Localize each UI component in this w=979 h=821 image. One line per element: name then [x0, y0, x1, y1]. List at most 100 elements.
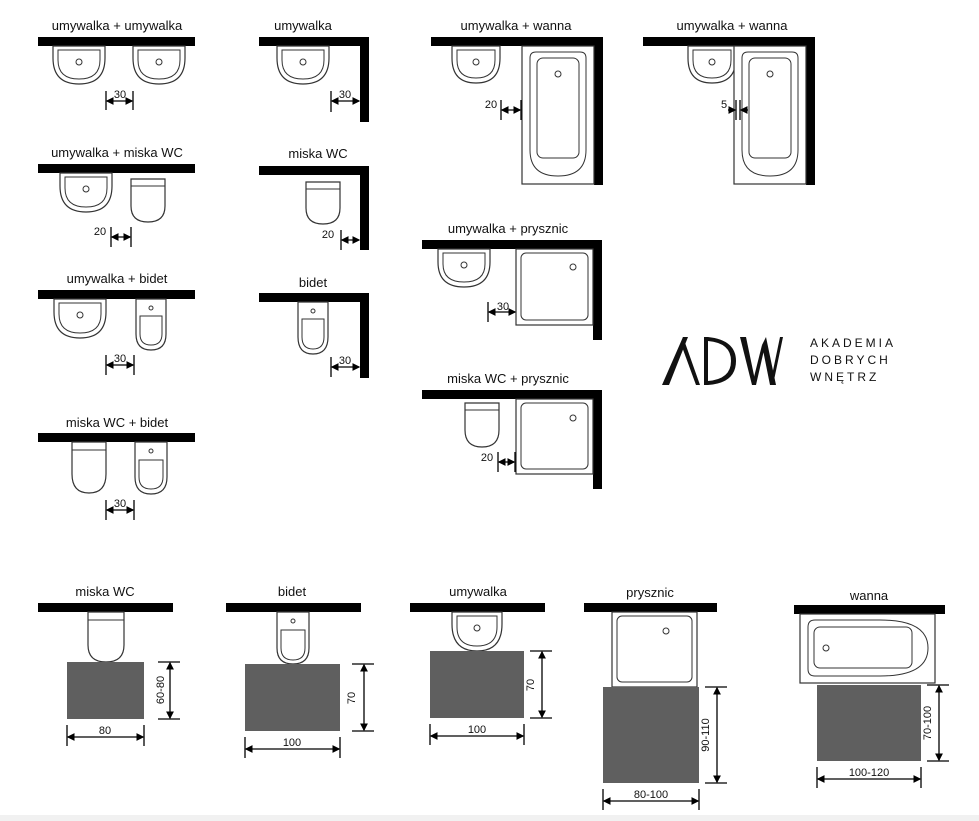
washbasin [276, 45, 330, 85]
gap-label: 20 [94, 226, 106, 238]
washbasin-left [52, 45, 106, 85]
width-label: 80-100 [634, 789, 668, 801]
gap-label: 20 [481, 452, 493, 464]
panel-title: wanna [849, 588, 889, 603]
shower-tray [515, 398, 594, 475]
gap-label: 30 [114, 498, 126, 510]
panel-umywalka-wanna-20: umywalka + wanna 20 [431, 18, 603, 185]
shower-tray [611, 611, 698, 688]
washbasin-right [132, 45, 186, 85]
bidet-fixture [297, 301, 329, 355]
washbasin [451, 611, 503, 652]
shower-tray [515, 248, 594, 326]
depth-label: 60-80 [155, 676, 167, 704]
panel-title: miska WC [75, 584, 134, 599]
brand-logo: AKADEMIA DOBRYCH WNĘTRZ [662, 336, 896, 385]
wall [226, 603, 361, 612]
gap-label: 30 [339, 89, 351, 101]
gap-label: 30 [339, 355, 351, 367]
panel-title: prysznic [626, 585, 674, 600]
panel-umywalka-miska: umywalka + miska WC 20 [38, 145, 195, 247]
toilet-bowl [464, 402, 500, 448]
wall [794, 605, 945, 614]
depth-label: 70 [346, 692, 358, 704]
panel-title: umywalka + wanna [461, 18, 573, 33]
depth-label: 90-110 [700, 718, 712, 751]
wall [410, 603, 545, 612]
toilet-bowl [71, 441, 107, 494]
wall [584, 603, 717, 612]
clearance-zone [430, 651, 524, 718]
toilet-bowl [305, 181, 341, 225]
bidet-fixture [135, 298, 167, 351]
logo-line-3: WNĘTRZ [810, 370, 879, 384]
gap-label: 30 [114, 89, 126, 101]
panel-miska-prysznic: miska WC + prysznic 20 [422, 371, 602, 489]
gap-label: 30 [114, 353, 126, 365]
side-wall [593, 390, 602, 489]
panel-title: umywalka + miska WC [51, 145, 183, 160]
depth-label: 70-100 [922, 706, 934, 740]
panel-title: miska WC + prysznic [447, 371, 569, 386]
washbasin [437, 248, 491, 288]
clearance-zone [603, 687, 699, 783]
panel-title: miska WC + bidet [66, 415, 169, 430]
wall [422, 240, 602, 249]
wall [431, 37, 603, 46]
logo-mark [662, 337, 783, 385]
bottom-panel-umywalka: umywalka 100 70 [410, 584, 552, 745]
wall [643, 37, 815, 46]
side-wall [806, 37, 815, 185]
clearance-zone [245, 664, 340, 731]
panel-umywalka-wanna-5: umywalka + wanna 5 [643, 18, 815, 185]
panel-title: umywalka [274, 18, 333, 33]
washbasin [687, 45, 737, 84]
bottom-panel-miska: miska WC 80 60-80 [38, 584, 180, 746]
wall [38, 164, 195, 173]
logo-line-2: DOBRYCH [810, 353, 891, 367]
toilet-bowl [130, 178, 166, 223]
panel-title: umywalka + prysznic [448, 221, 569, 236]
wall [38, 290, 195, 299]
washbasin [53, 298, 107, 339]
wall [38, 37, 195, 46]
bathtub [733, 45, 807, 185]
bidet-fixture [134, 441, 168, 495]
panel-miska-bidet: miska WC + bidet 30 [38, 415, 195, 520]
panel-title: umywalka + umywalka [52, 18, 183, 33]
panel-umywalka-prysznic: umywalka + prysznic 30 [422, 221, 602, 340]
gap-label: 30 [497, 301, 509, 313]
bottom-panel-prysznic: prysznic 80-100 90-110 [584, 585, 727, 810]
bottom-panel-wanna: wanna 100-120 70-100 [794, 588, 949, 788]
toilet-bowl [87, 611, 125, 663]
width-label: 100 [283, 737, 301, 749]
width-label: 100 [468, 724, 486, 736]
wall [259, 37, 369, 46]
bidet-fixture [276, 611, 310, 665]
wall [38, 603, 173, 612]
washbasin [59, 172, 113, 213]
gap-label: 5 [721, 99, 727, 111]
panel-bidet: bidet 30 [259, 275, 369, 378]
panel-miska: miska WC 20 [259, 146, 369, 250]
panel-title: miska WC [288, 146, 347, 161]
panel-umywalka-umywalka: umywalka + umywalka 30 [38, 18, 195, 110]
wall [38, 433, 195, 442]
bottom-panel-bidet: bidet 100 70 [226, 584, 374, 758]
wall [422, 390, 602, 399]
wall [259, 166, 369, 175]
gap-label: 20 [485, 99, 497, 111]
side-wall [594, 37, 603, 185]
clearance-zone [817, 685, 921, 761]
clearance-zone [67, 662, 144, 719]
logo-line-1: AKADEMIA [810, 336, 896, 350]
panel-umywalka-bidet: umywalka + bidet 30 [38, 271, 195, 375]
side-wall [593, 240, 602, 340]
panel-title: bidet [278, 584, 307, 599]
panel-title: bidet [299, 275, 328, 290]
panel-title: umywalka [449, 584, 508, 599]
side-wall [360, 293, 369, 378]
side-wall [360, 37, 369, 122]
gap-label: 20 [322, 229, 334, 241]
